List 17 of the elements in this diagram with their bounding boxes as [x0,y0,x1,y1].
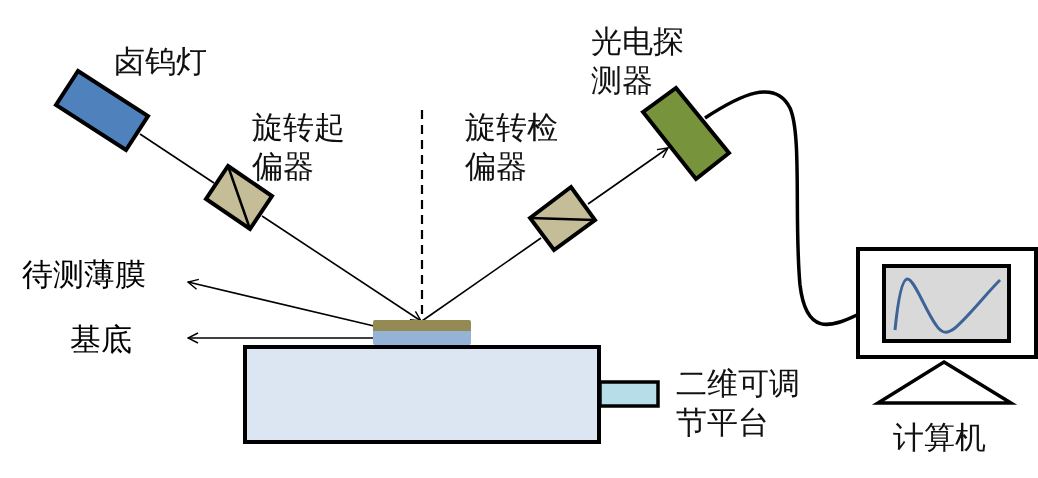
part-label: 二维可调节平台 [676,364,801,442]
film-layer [373,320,471,331]
part-label: 旋转起偏器 [252,108,346,186]
part-label: 计算机 [893,418,987,457]
leader-line [187,278,375,327]
substrate-layer [373,331,471,345]
leader-line [187,332,374,344]
part-label: 光电探测器 [591,22,685,100]
arrow [587,147,669,205]
part-label: 旋转检偏器 [465,108,559,186]
part-label: 待测薄膜 [22,254,146,296]
cable [704,90,858,327]
part-label: 卤钨灯 [114,42,208,81]
light-beam [139,133,215,184]
part-label: 基底 [70,319,132,359]
light-beam [421,237,542,322]
arrow [261,215,422,322]
